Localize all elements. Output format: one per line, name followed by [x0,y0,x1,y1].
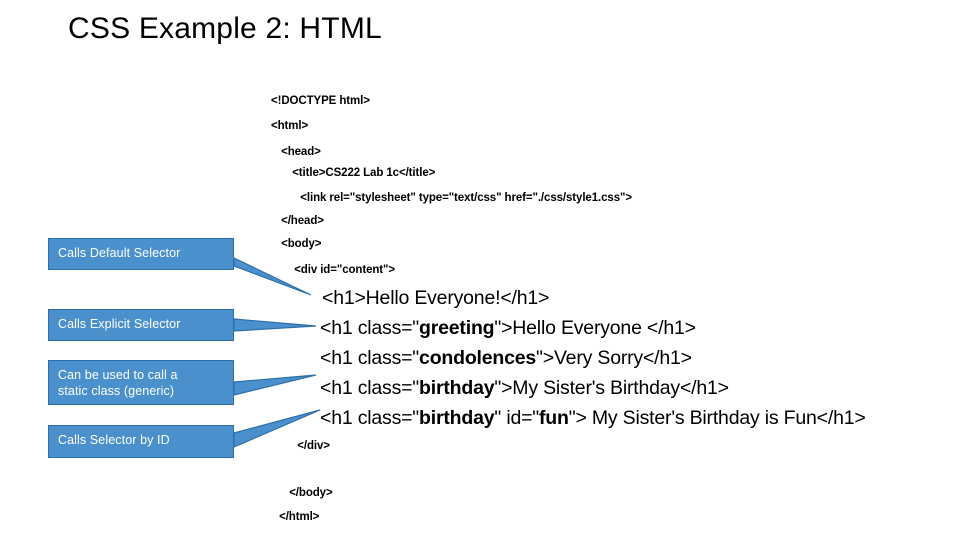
code-line: <head> [278,146,321,158]
code-heading-line: <h1 class="birthday">My Sister's Birthda… [320,377,729,400]
callout-can-be-used-static-class[interactable]: Can be used to call a static class (gener… [48,360,234,405]
code-token-emphasis: greeting [419,317,495,339]
code-token: " id=" [494,407,540,429]
callout-calls-default-selector[interactable]: Calls Default Selector [48,238,234,270]
code-token-emphasis: birthday [419,377,495,399]
code-heading-line: <h1 class="greeting">Hello Everyone </h1… [320,317,696,340]
code-line: </div> [288,440,330,452]
code-token: <h1>Hello Everyone!</h1> [322,287,550,309]
code-line: </body> [283,487,333,499]
code-token: ">My Sister's Birthday</h1> [494,377,729,399]
callout-label: Can be used to call a [58,368,178,382]
code-line: <!DOCTYPE html> [271,95,370,107]
code-line: </html> [276,511,320,523]
code-token: <h1 class=" [320,377,420,399]
code-line: </head> [278,215,324,227]
code-heading-line: <h1 class="birthday" id="fun"> My Sister… [320,407,866,430]
code-heading-line: <h1>Hello Everyone!</h1> [322,287,549,310]
callout-label: static class (generic) [58,384,175,398]
code-line: <div id="content"> [288,264,395,276]
code-line: <title>CS222 Lab 1c</title> [286,167,436,179]
code-token: <h1 class=" [320,407,420,429]
code-line: <link rel="stylesheet" type="text/css" h… [291,192,632,204]
code-token: "> My Sister's Birthday is Fun</h1> [568,407,866,429]
callout-label: Calls Default Selector [58,246,181,260]
code-token: ">Hello Everyone </h1> [494,317,696,339]
code-line: <body> [278,238,322,250]
callout-label: Calls Selector by ID [58,433,170,447]
code-token-emphasis: fun [539,407,569,429]
code-token: <h1 class=" [320,317,420,339]
callout-calls-selector-by-id[interactable]: Calls Selector by ID [48,425,234,458]
code-heading-line: <h1 class="condolences">Very Sorry</h1> [320,347,692,370]
code-token-emphasis: birthday [419,407,495,429]
code-token: <h1 class=" [320,347,420,369]
code-token: ">Very Sorry</h1> [536,347,692,369]
code-token-emphasis: condolences [419,347,537,369]
page-title: CSS Example 2: HTML [68,12,382,45]
callout-calls-explicit-selector[interactable]: Calls Explicit Selector [48,309,234,341]
callout-label: Calls Explicit Selector [58,317,181,331]
code-line: <html> [271,120,309,132]
